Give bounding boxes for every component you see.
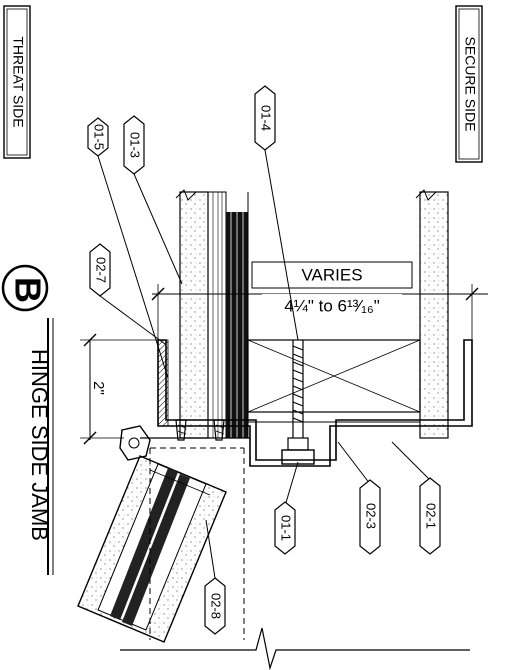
wall-assembly [175, 189, 449, 439]
break-line [120, 627, 470, 670]
secure-side-label: SECURE SIDE [455, 5, 483, 163]
callout-01-3: 01-3 [123, 115, 145, 175]
svg-text:THREAT SIDE: THREAT SIDE [10, 36, 26, 127]
svg-text:01-3: 01-3 [128, 132, 143, 158]
callout-01-1: 01-1 [274, 501, 296, 555]
fastener-screws [175, 419, 225, 441]
svg-text:02-1: 02-1 [424, 503, 439, 529]
detail-title-text: HINGE SIDE JAMB [27, 349, 52, 541]
callout-02-8: 02-8 [204, 577, 226, 635]
threat-side-label: THREAT SIDE [3, 5, 31, 159]
anchor-bolt [281, 340, 315, 465]
door-leaf [77, 455, 227, 643]
varies-label: VARIES [301, 265, 362, 284]
door-swing-outline [149, 447, 245, 640]
svg-text:01-4: 01-4 [259, 105, 274, 131]
door-frame-profile [157, 339, 473, 467]
two-inch-label: 2" [90, 381, 107, 395]
svg-text:02-3: 02-3 [364, 503, 379, 529]
hinge-knuckle [119, 425, 250, 461]
svg-text:SECURE SIDE: SECURE SIDE [462, 37, 478, 132]
svg-text:02-7: 02-7 [94, 257, 109, 283]
callout-02-1: 02-1 [419, 477, 441, 555]
range-label: 4¼" to 6¹³⁄₁₆" [284, 296, 380, 315]
callout-01-4: 01-4 [254, 85, 276, 151]
callout-02-7: 02-7 [89, 243, 111, 297]
svg-text:02-8: 02-8 [209, 593, 224, 619]
svg-text:01-1: 01-1 [279, 515, 294, 541]
detail-title: B HINGE SIDE JAMB [1, 264, 54, 575]
detail-letter: B [7, 277, 48, 303]
callout-02-3: 02-3 [359, 479, 381, 555]
callout-01-5: 01-5 [87, 117, 109, 157]
dimension-varies: VARIES 4¼" to 6¹³⁄₁₆" [151, 261, 488, 340]
dimension-two-inch: 2" [80, 333, 158, 445]
svg-text:01-5: 01-5 [92, 124, 107, 150]
leader-lines [97, 149, 431, 579]
